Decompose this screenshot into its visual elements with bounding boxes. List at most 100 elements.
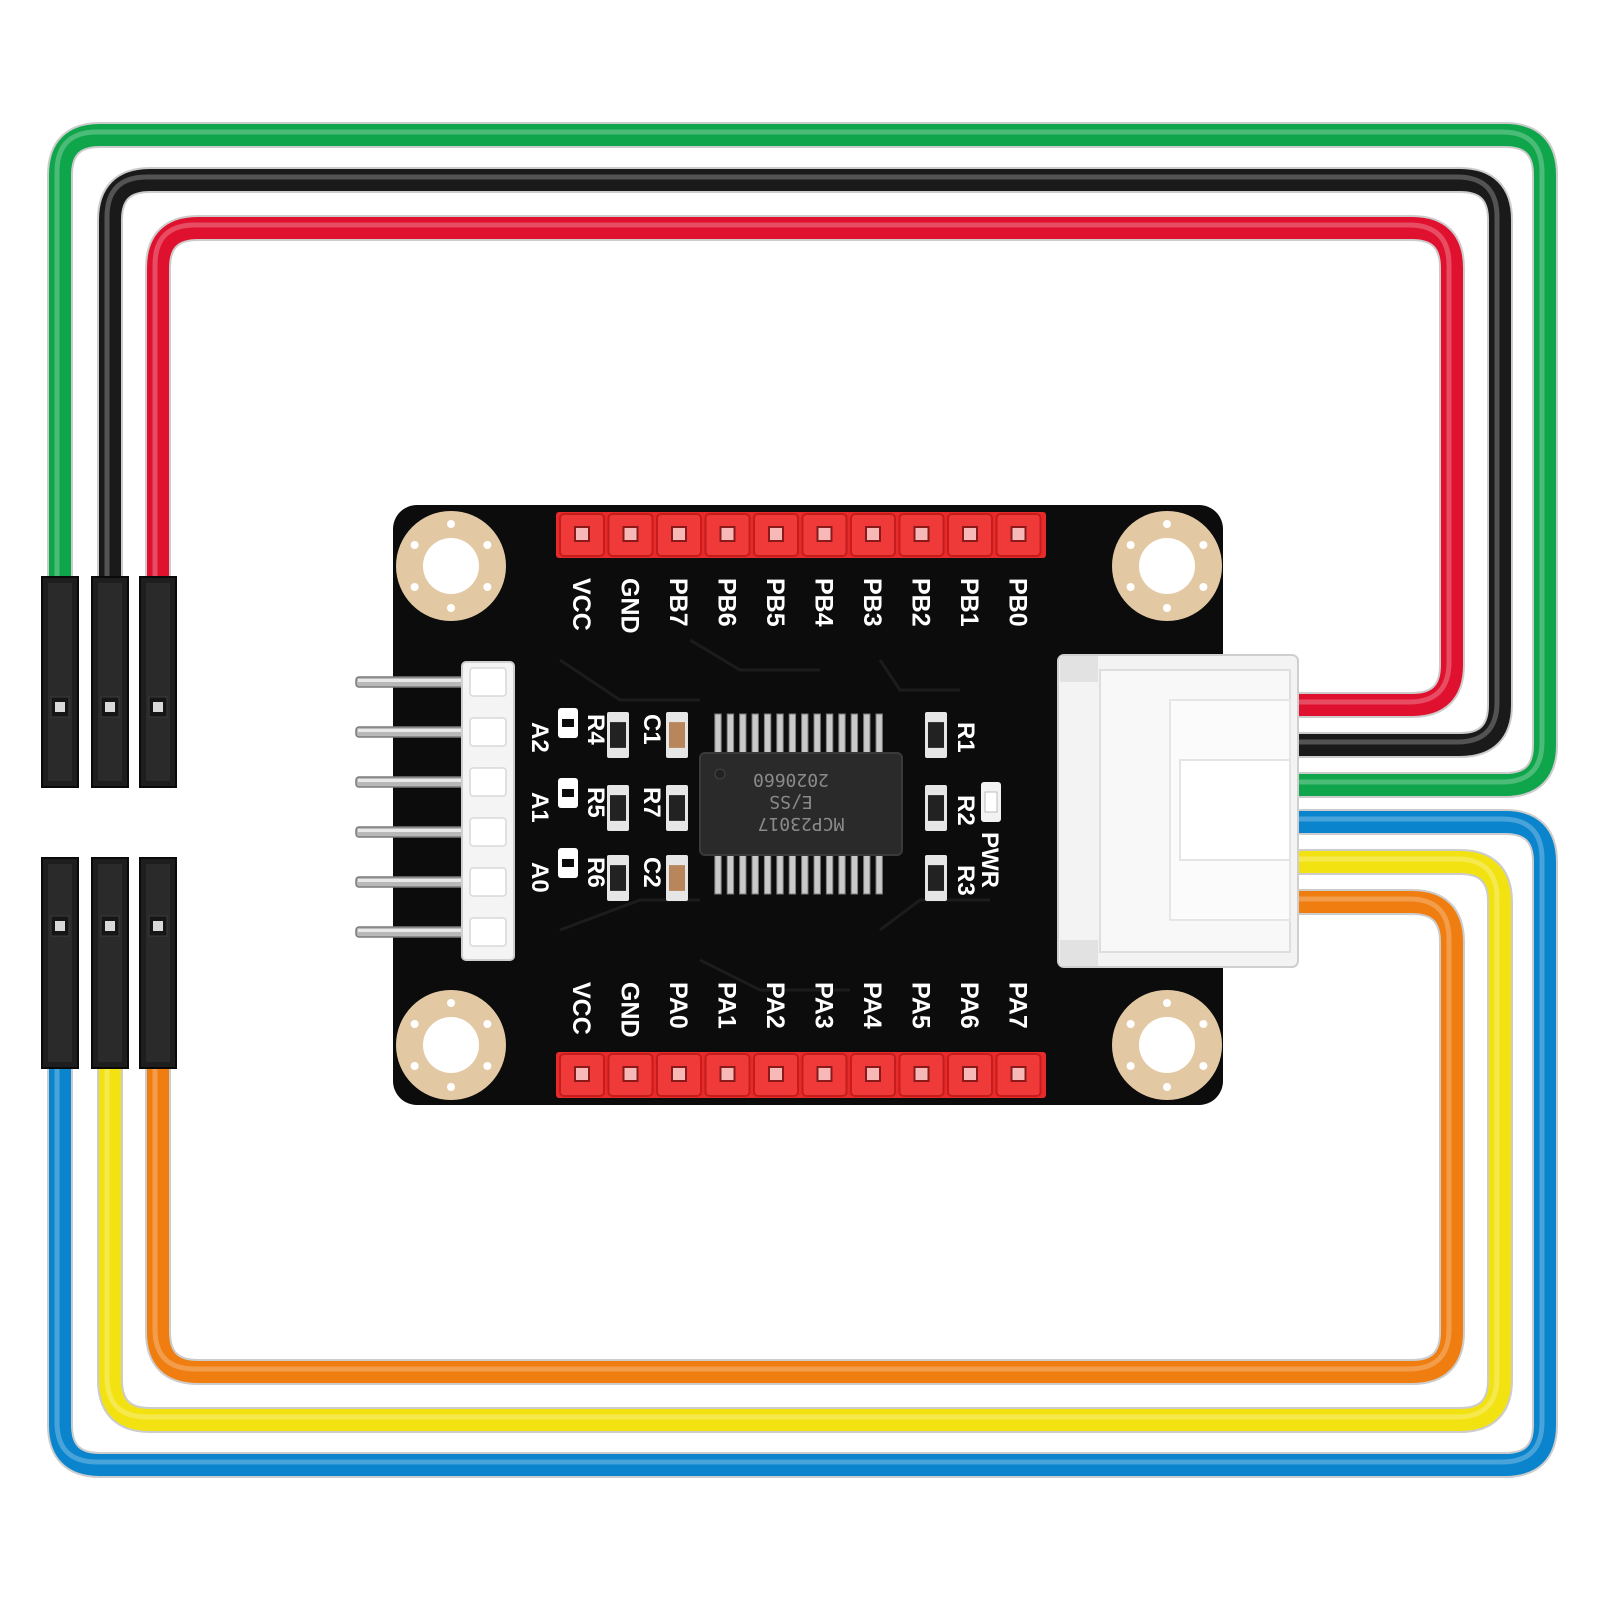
right-white-connector bbox=[1057, 654, 1299, 968]
smd-components bbox=[558, 708, 1001, 901]
mount-via bbox=[447, 520, 455, 528]
chip-pin-top-7 bbox=[788, 713, 797, 757]
chip-pin-top-13 bbox=[863, 713, 871, 757]
top-header-pin-7 bbox=[865, 526, 881, 542]
board-bottom_header_labels-1: GND bbox=[616, 982, 644, 1038]
wire-red bbox=[147, 217, 1463, 716]
label-board-cap_res_labels-2: C2 bbox=[638, 857, 665, 888]
bottom-header-pin-3 bbox=[671, 1066, 687, 1082]
left-6-pin-connector bbox=[355, 661, 515, 961]
chip-line-3: 2020660 bbox=[753, 769, 829, 790]
dupont-face-bottom-1 bbox=[48, 864, 72, 1062]
board-top_header_labels-1: GND bbox=[616, 578, 644, 634]
chip-pin-top-14 bbox=[875, 713, 883, 757]
dupont-contact-top-2 bbox=[105, 702, 115, 712]
left-pin-shine-4 bbox=[358, 829, 466, 832]
wire-black-highlight bbox=[104, 174, 1500, 745]
chip-pin-bottom-14 bbox=[875, 851, 883, 895]
chip-line-1: MCP23017 bbox=[758, 813, 845, 834]
board-bottom_header_labels-5: PA3 bbox=[810, 982, 838, 1029]
chip-pin-bottom-4 bbox=[751, 851, 759, 895]
bottom-header-pin-2 bbox=[622, 1066, 639, 1082]
mount-via bbox=[1199, 541, 1208, 549]
board-bottom_header_labels-4: PA2 bbox=[761, 982, 789, 1029]
mounting-holes bbox=[396, 511, 1222, 1100]
mount-via bbox=[447, 999, 455, 1007]
left-pin-shine-3 bbox=[358, 779, 466, 782]
mount-via bbox=[483, 583, 492, 591]
board-top_header_labels-2: PB7 bbox=[664, 578, 692, 627]
left-connector-slot-6 bbox=[469, 917, 507, 947]
wire-red-highlight bbox=[152, 222, 1452, 705]
mount-hole-1 bbox=[423, 538, 479, 594]
wire-orange-highlight bbox=[152, 896, 1452, 1372]
resistor-right-1-body bbox=[928, 722, 944, 748]
chip-pin-bottom-6 bbox=[776, 851, 784, 895]
top-header-pin-5 bbox=[768, 526, 784, 542]
bottom-header-pin-6 bbox=[816, 1066, 833, 1082]
connector-latch-top bbox=[1060, 656, 1098, 682]
label-board-right_labels-2: R3 bbox=[952, 865, 979, 896]
chip-pin-bottom-8 bbox=[801, 851, 809, 895]
mount-via bbox=[1199, 1062, 1208, 1070]
chip-pin-top-11 bbox=[838, 713, 846, 757]
bottom-header-pin-7 bbox=[865, 1066, 881, 1082]
dupont-connectors bbox=[41, 576, 177, 1069]
mount-via bbox=[1126, 583, 1135, 591]
dupont-contact-bottom-3 bbox=[153, 921, 163, 931]
board-top_header_labels-6: PB3 bbox=[858, 578, 886, 627]
wire-black bbox=[99, 169, 1511, 756]
label-board-address_labels-2: A0 bbox=[526, 862, 553, 893]
pwr-led-lens bbox=[984, 791, 998, 813]
mount-via bbox=[447, 1083, 455, 1091]
left-connector-slot-5 bbox=[469, 867, 507, 897]
label-board-resistor_left_labels-0: R4 bbox=[582, 714, 609, 745]
wire-blue-highlight bbox=[54, 816, 1545, 1465]
board-bottom_header_labels-9: PA7 bbox=[1004, 982, 1032, 1029]
dupont-contact-bottom-2 bbox=[105, 921, 115, 931]
label-board-cap_res_labels-1: R7 bbox=[638, 787, 665, 818]
chip-pin-top-9 bbox=[813, 713, 821, 757]
chip-pin-top-2 bbox=[726, 713, 735, 757]
top-header-pin-2 bbox=[622, 526, 639, 542]
chip-pin-bottom-2 bbox=[726, 851, 735, 895]
top-header-pin-9 bbox=[962, 526, 978, 542]
mount-via bbox=[483, 1020, 492, 1028]
board-top_header_labels-9: PB0 bbox=[1004, 578, 1032, 627]
label-board-resistor_left_labels-2: R6 bbox=[582, 857, 609, 888]
label-board-pwr_label: PWR bbox=[976, 832, 1003, 888]
left-connector-slot-3 bbox=[469, 767, 507, 797]
mcp23017-chip: MCP23017 E/SS 2020660 bbox=[699, 713, 903, 895]
chip-pin-top-4 bbox=[751, 713, 759, 757]
resistor-r7-body bbox=[669, 795, 685, 821]
mount-via bbox=[410, 1062, 419, 1070]
mount-via bbox=[410, 583, 419, 591]
mount-via bbox=[1163, 604, 1171, 612]
top-header-pin-10 bbox=[1010, 526, 1027, 542]
label-board-address_labels-1: A1 bbox=[526, 792, 553, 823]
left-pin-shine-2 bbox=[358, 729, 466, 732]
mount-via bbox=[1163, 1083, 1171, 1091]
mount-via bbox=[410, 541, 419, 549]
board-top_header_labels-4: PB5 bbox=[761, 578, 789, 627]
wire-orange bbox=[147, 891, 1463, 1383]
mount-via bbox=[483, 1062, 492, 1070]
label-board-right_labels-0: R1 bbox=[952, 722, 979, 753]
label-board-resistor_left_labels-1: R5 bbox=[582, 787, 609, 818]
left-connector-slot-4 bbox=[469, 817, 507, 847]
board-top_header_labels-3: PB6 bbox=[713, 578, 741, 627]
chip-pin-bottom-9 bbox=[813, 851, 821, 895]
board-bottom_header_labels-6: PA4 bbox=[858, 982, 886, 1029]
mount-via bbox=[1163, 520, 1171, 528]
left-connector-housing bbox=[461, 661, 515, 961]
bottom-header-pin-1 bbox=[574, 1066, 590, 1082]
top-header-pin-6 bbox=[816, 526, 833, 542]
dupont-contact-bottom-1 bbox=[55, 921, 65, 931]
wire-blue bbox=[49, 811, 1556, 1476]
left-pin-shine-6 bbox=[358, 929, 466, 932]
bottom-pin-header bbox=[556, 1052, 1046, 1098]
left-pin-shine-5 bbox=[358, 879, 466, 882]
